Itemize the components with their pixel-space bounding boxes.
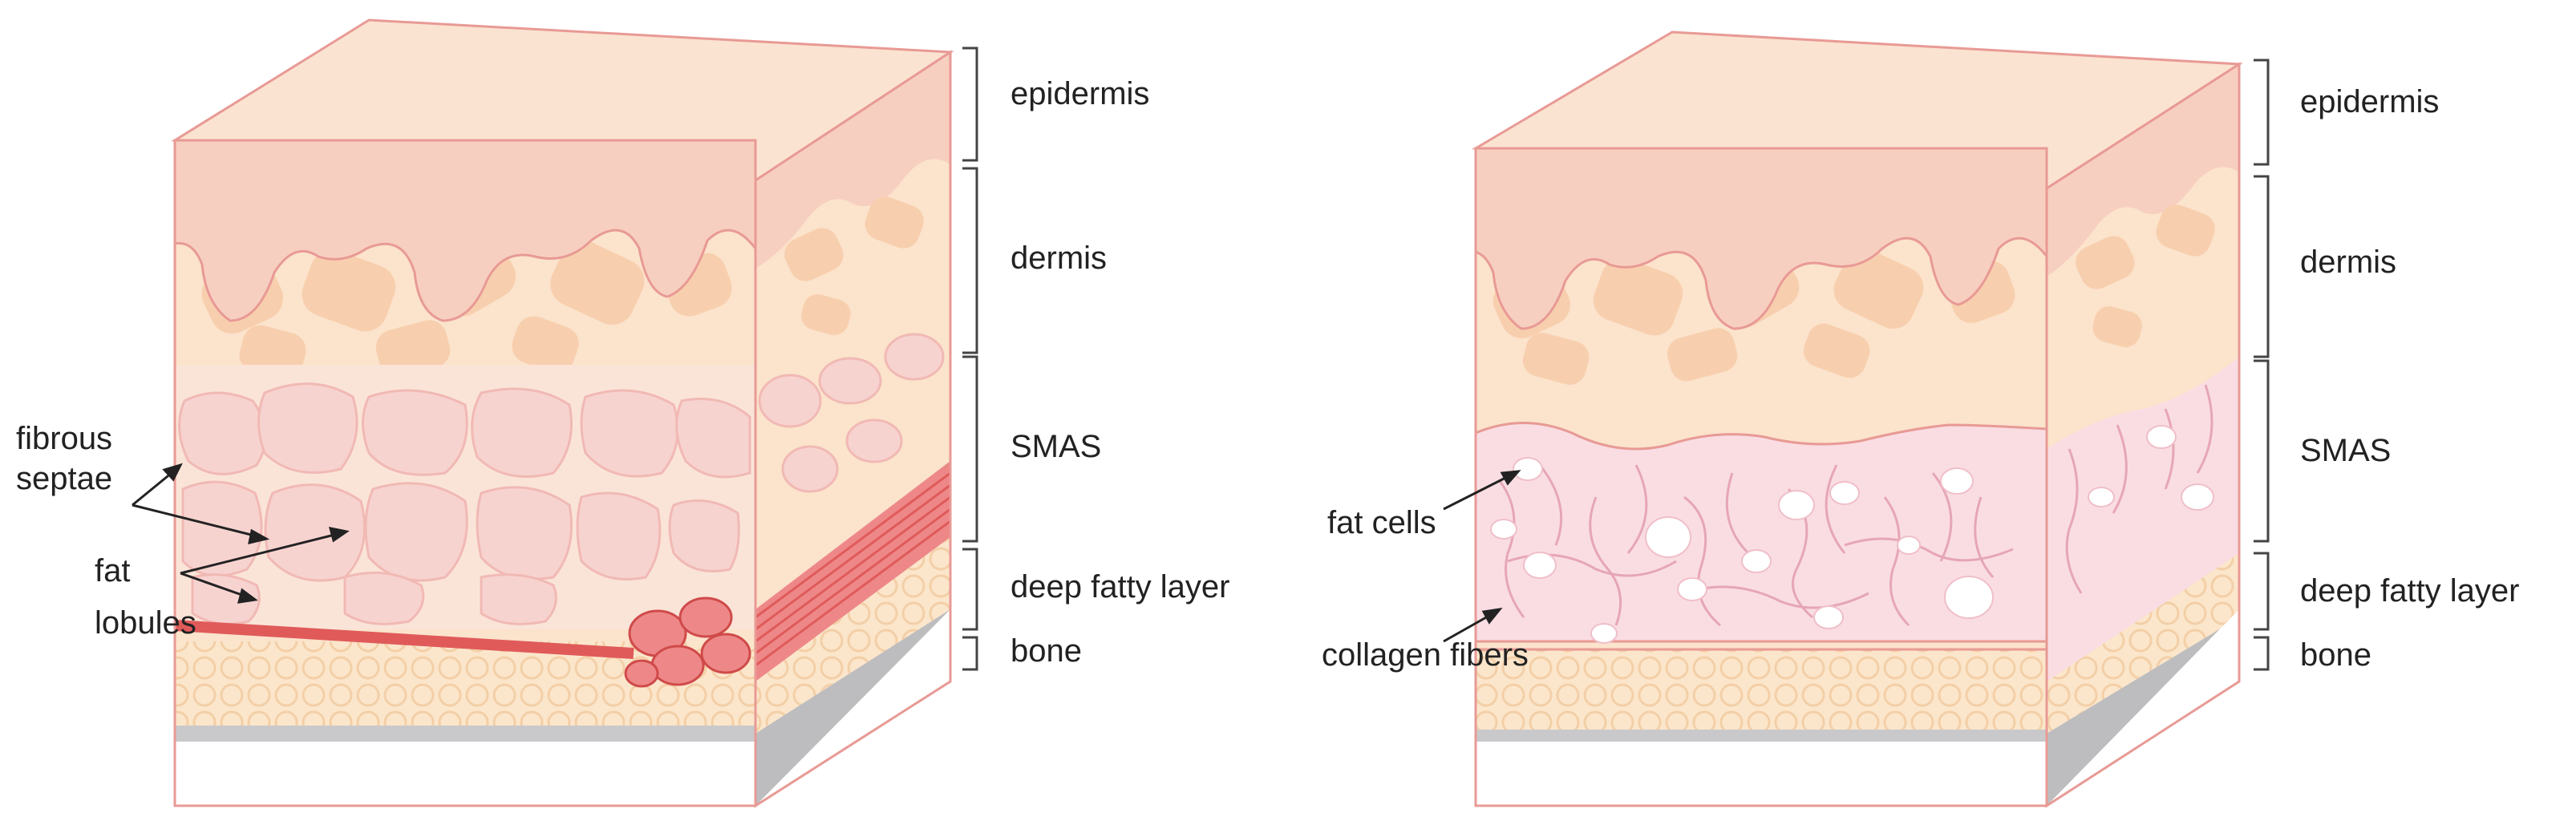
right-fat-cells — [1490, 457, 1994, 644]
left-label-bone: bone — [1011, 633, 1082, 669]
left-bracket-smas — [962, 355, 978, 543]
left-bracket-epidermis — [962, 47, 978, 162]
left-side-face — [755, 52, 950, 806]
left-label-dermis: dermis — [1011, 241, 1107, 276]
left-brackets — [962, 47, 978, 671]
right-bracket-smas — [2254, 359, 2270, 543]
right-bracket-dermis — [2254, 175, 2270, 358]
left-front-face — [175, 140, 755, 742]
right-epidermis — [1476, 148, 2047, 330]
left-callout-arrows — [132, 463, 350, 604]
left-skin-block — [171, 18, 954, 808]
left-bracket-dermis — [962, 167, 978, 354]
left-label-smas: SMAS — [1011, 429, 1101, 464]
right-label-epidermis: epidermis — [2300, 84, 2439, 119]
right-label-dermis: dermis — [2300, 245, 2396, 280]
left-callout-fibrous-2: septae — [16, 461, 112, 496]
right-brackets — [2254, 59, 2270, 671]
right-label-smas: SMAS — [2300, 433, 2391, 468]
right-bracket-bone — [2254, 636, 2270, 671]
left-callout-fibrous-1: fibrous — [16, 421, 112, 456]
left-muscle-cluster — [624, 596, 751, 688]
left-label-epidermis: epidermis — [1011, 76, 1149, 111]
left-callout-fat-2: lobules — [95, 605, 196, 641]
right-side-face — [2047, 64, 2239, 806]
left-epidermis — [175, 140, 755, 322]
right-label-bone: bone — [2300, 637, 2371, 673]
left-muscle-line — [175, 620, 634, 659]
left-bracket-bone — [962, 636, 978, 671]
right-bracket-epidermis — [2254, 59, 2270, 166]
left-callout-fat-1: fat — [95, 553, 130, 588]
right-callout-collagen-fibers: collagen fibers — [1322, 637, 1529, 673]
right-bracket-deep-fatty — [2254, 552, 2270, 631]
left-bracket-deep-fatty — [962, 548, 978, 631]
right-front-face — [1476, 148, 2047, 742]
right-callout-arrows — [1443, 470, 1521, 643]
right-collagen-fibers — [1498, 464, 2014, 627]
right-callout-fat-cells: fat cells — [1327, 505, 1436, 540]
left-fat-lobules — [178, 382, 751, 625]
left-label-deep-fatty: deep fatty layer — [1011, 569, 1230, 605]
right-label-deep-fatty: deep fatty layer — [2300, 573, 2520, 609]
right-skin-block — [1472, 30, 2243, 808]
